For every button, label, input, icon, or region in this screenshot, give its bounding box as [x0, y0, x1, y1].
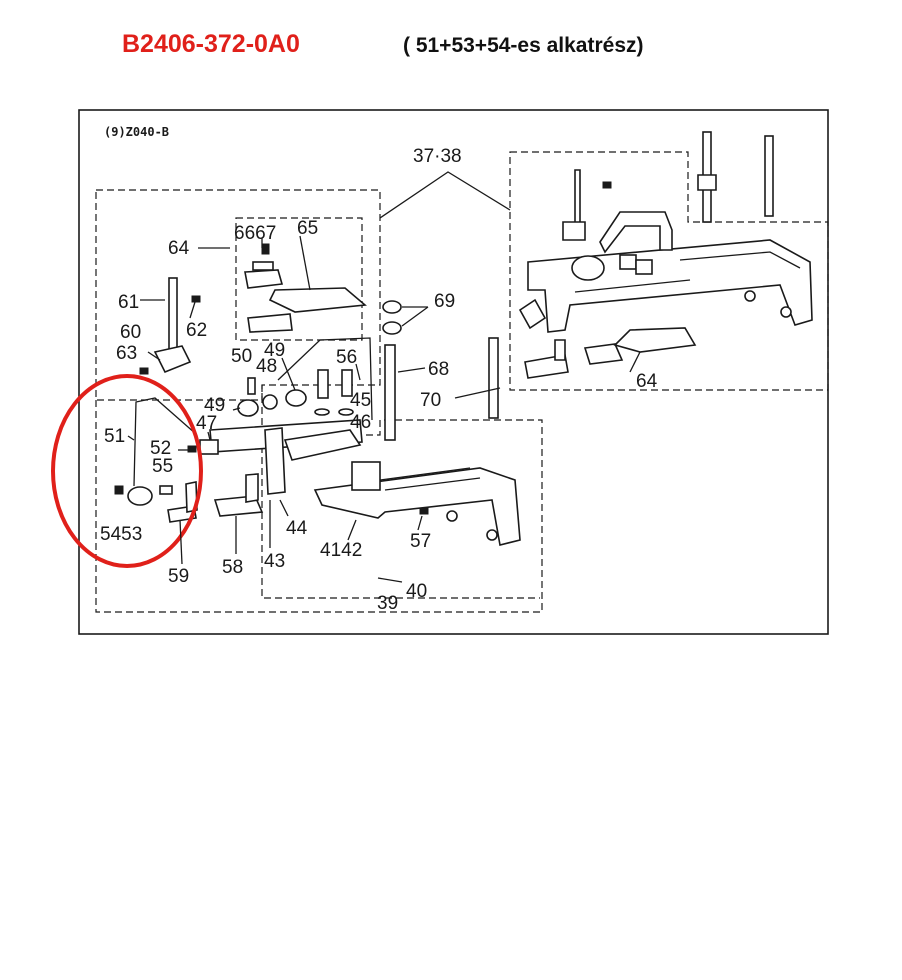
assembly-64-right: [524, 327, 697, 379]
label-55: 55: [152, 456, 173, 477]
label-66-67: 6667: [234, 223, 276, 244]
diagram-code: (9)Z040-B: [104, 125, 169, 139]
label-39: 39: [377, 593, 398, 614]
assembly-56: [237, 337, 373, 421]
label-58: 58: [222, 557, 243, 578]
label-64: 64: [168, 238, 190, 259]
label-45: 45: [350, 390, 371, 411]
label-46: 46: [350, 412, 371, 433]
leader-lines: [127, 235, 641, 583]
assembly-68-70: [382, 300, 499, 441]
label-41-42: 4142: [320, 540, 362, 561]
label-61: 61: [118, 292, 139, 313]
assembly-39-40: [209, 419, 521, 546]
group-outlines: [95, 151, 829, 613]
label-43: 43: [264, 551, 285, 572]
callout-labels: 37·38 64 6667 65 61 62 60 63 69 68 70 64…: [100, 146, 658, 614]
label-68: 68: [428, 359, 449, 380]
label-49-left: 49: [204, 395, 225, 416]
label-48: 48: [256, 356, 277, 377]
part-note: ( 51+53+54-es alkatrész): [403, 34, 644, 57]
label-69: 69: [434, 291, 455, 312]
label-44: 44: [286, 518, 308, 539]
label-59: 59: [168, 566, 189, 587]
assembly-60: [139, 277, 201, 375]
label-56: 56: [336, 347, 357, 368]
assembly-37-38: [518, 131, 813, 333]
label-57: 57: [410, 531, 431, 552]
label-60: 60: [120, 322, 141, 343]
label-54-53: 5453: [100, 524, 142, 545]
label-47: 47: [196, 413, 217, 434]
label-65: 65: [297, 218, 318, 239]
label-40: 40: [406, 581, 427, 602]
assembly-51: [114, 397, 198, 523]
label-52: 52: [150, 438, 171, 459]
label-49-top: 49: [264, 340, 285, 361]
label-51: 51: [104, 426, 125, 447]
part-number: B2406-372-0A0: [122, 30, 300, 58]
label-63: 63: [116, 343, 137, 364]
label-37-38: 37·38: [413, 146, 462, 167]
label-50: 50: [231, 346, 252, 367]
diagram-frame: [78, 109, 829, 635]
label-62: 62: [186, 320, 207, 341]
assembly-65: [244, 243, 367, 333]
highlight-circle: [51, 374, 203, 568]
assembly-58: [199, 439, 264, 517]
label-70: 70: [420, 390, 441, 411]
label-64-right: 64: [636, 371, 658, 392]
